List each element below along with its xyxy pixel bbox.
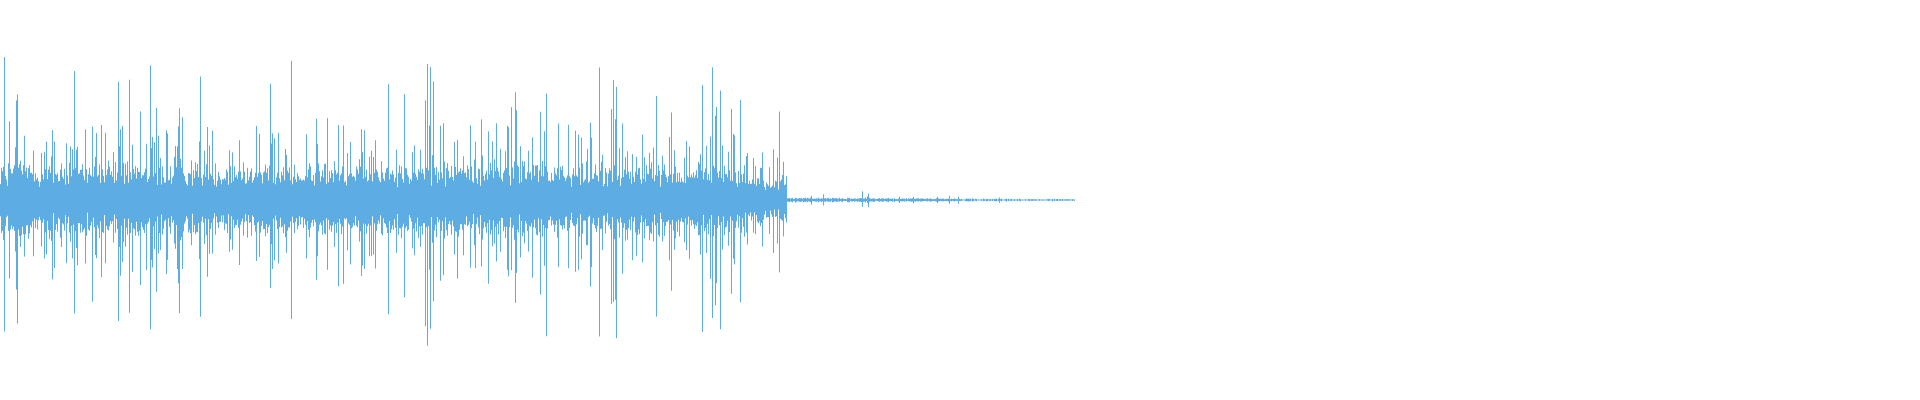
waveform-svg	[0, 57, 1075, 346]
